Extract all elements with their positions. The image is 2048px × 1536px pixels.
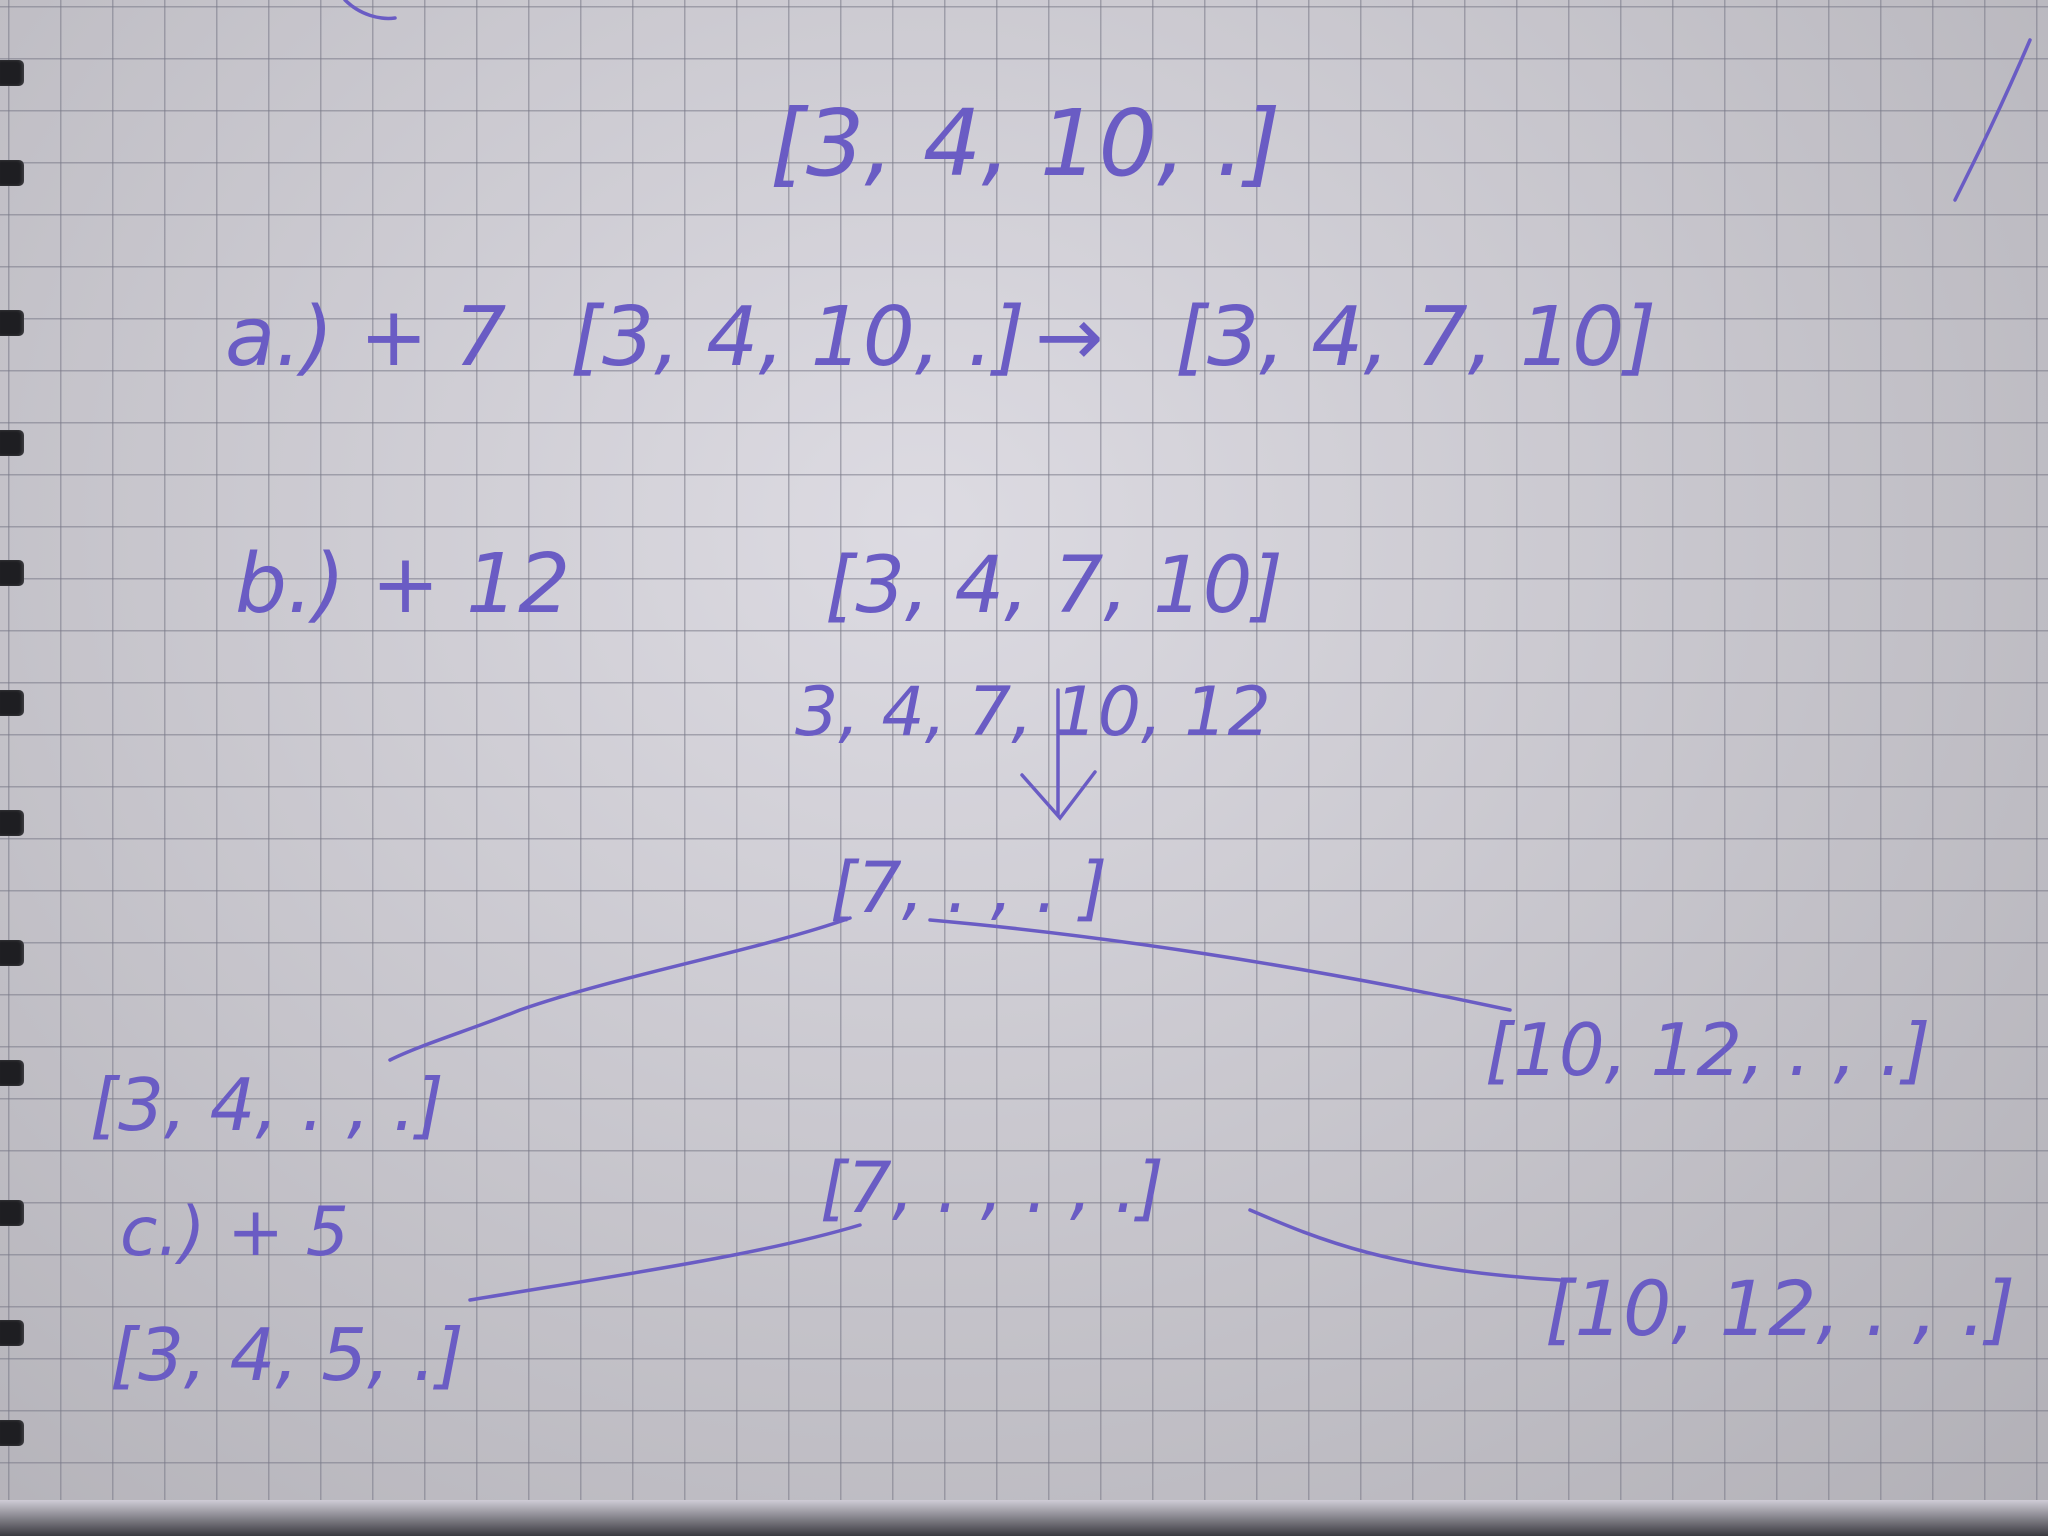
line3-array: [3, 4, 7, 10] <box>825 541 1283 631</box>
binding-hole <box>0 690 24 716</box>
binding-hole <box>0 1320 24 1346</box>
line2-arrow: → <box>1035 290 1104 385</box>
tree2-left-edge <box>468 1223 862 1302</box>
binding-hole <box>0 940 24 966</box>
line3-label: b.) + 12 <box>235 537 570 632</box>
spiral-binding <box>0 0 30 1500</box>
line2-before-array: [3, 4, 10, .] <box>570 290 1025 385</box>
binding-hole <box>0 60 24 86</box>
graph-paper <box>0 0 2048 1500</box>
line2-after-array: [3, 4, 7, 10] <box>1175 290 1656 385</box>
binding-hole <box>0 1060 24 1086</box>
tree2-right-edge <box>1248 1208 1562 1282</box>
tree2-left-node: [3, 4, 5, .] <box>110 1313 464 1397</box>
tree1-right-edge <box>928 918 1512 1012</box>
stray-mark <box>1953 38 2032 202</box>
tree1-right-node: [10, 12, . , .] <box>1485 1008 1930 1092</box>
tree2-right-node: [10, 12, . , .] <box>1545 1264 2015 1353</box>
tree1-left-edge <box>388 916 852 1062</box>
overflow-sequence: 3, 4, 7, 10, 12 <box>795 673 1271 752</box>
stray-mark <box>343 0 397 21</box>
label-c: c.) + 5 <box>120 1193 349 1272</box>
line1-array: [3, 4, 10, .] <box>770 90 1281 197</box>
binding-hole <box>0 160 24 186</box>
binding-hole <box>0 430 24 456</box>
paper-edge <box>0 1500 2048 1536</box>
binding-hole <box>0 1200 24 1226</box>
tree1-left-node: [3, 4, . , .] <box>90 1063 444 1147</box>
binding-hole <box>0 810 24 836</box>
binding-hole <box>0 1420 24 1446</box>
binding-hole <box>0 560 24 586</box>
tree2-root: [7, . , . , .] <box>820 1147 1164 1229</box>
down-arrow-head <box>1020 770 1097 821</box>
line2-label: a.) + 7 <box>225 290 506 385</box>
binding-hole <box>0 310 24 336</box>
tree1-root: [7, . , . ] <box>830 847 1107 929</box>
